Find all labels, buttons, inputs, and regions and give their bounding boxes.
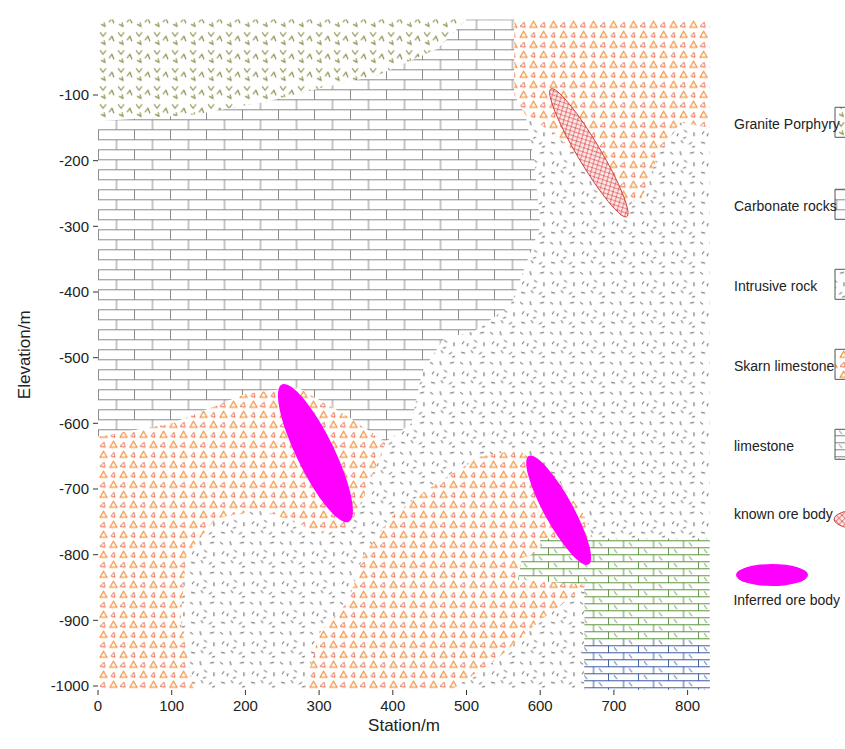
axis-title: Station/m <box>368 716 440 736</box>
tick-label: 300 <box>307 697 332 714</box>
legend-label: Inferred ore body <box>733 592 840 608</box>
tick-label: -100 <box>59 86 89 103</box>
tick-label: 400 <box>380 697 405 714</box>
tick-label: -600 <box>59 415 89 432</box>
tick-label: 100 <box>159 697 184 714</box>
limestone <box>518 538 710 689</box>
carbonate-rocks <box>98 19 540 441</box>
axis-title: Elevation/m <box>14 311 34 400</box>
legend-label: known ore body <box>734 506 833 522</box>
legend-label: Carbonate rocks <box>734 198 837 214</box>
section-plot <box>98 19 845 689</box>
legend-swatch <box>834 508 845 530</box>
tick-label: -200 <box>59 152 89 169</box>
legend-label: Skarn limestone <box>734 358 834 374</box>
tick-label: -300 <box>59 218 89 235</box>
legend-swatch <box>835 429 845 459</box>
legend-swatch <box>736 564 808 586</box>
tick-label: -1000 <box>51 677 89 694</box>
tick-label: -400 <box>59 283 89 300</box>
legend-label: Intrusive rock <box>734 278 817 294</box>
legend-label: limestone <box>734 438 794 454</box>
legend-swatch <box>835 269 845 299</box>
tick-label: -800 <box>59 546 89 563</box>
tick-label: 600 <box>528 697 553 714</box>
tick-label: -700 <box>59 480 89 497</box>
known-ore-body <box>541 84 637 222</box>
tick-label: -900 <box>59 612 89 629</box>
inferred-ore-body <box>265 377 366 528</box>
inferred-ore-body <box>516 450 602 570</box>
intrusive-rock <box>98 19 710 689</box>
tick-label: 700 <box>601 697 626 714</box>
limestone <box>584 640 709 689</box>
legend-swatch <box>835 349 845 379</box>
tick-label: 0 <box>94 697 102 714</box>
tick-label: -500 <box>59 349 89 366</box>
tick-label: 800 <box>675 697 700 714</box>
tick-label: 500 <box>454 697 479 714</box>
tick-label: 200 <box>233 697 258 714</box>
axis-ticks <box>93 95 688 695</box>
legend-label: Granite Porphyry <box>734 116 840 132</box>
